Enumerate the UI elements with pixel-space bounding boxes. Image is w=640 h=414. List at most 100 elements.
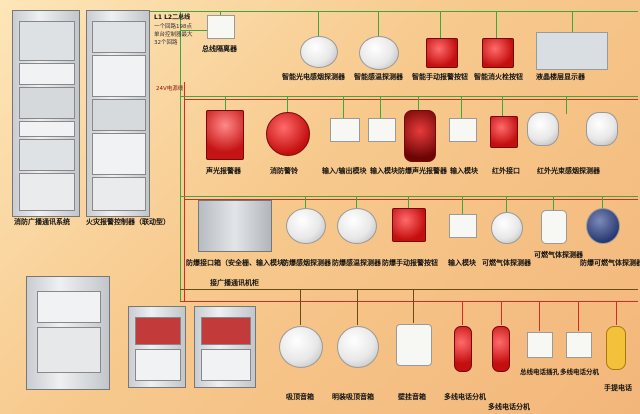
ex-interface-label: 防爆接口箱（安全栅、输入模块） [186, 259, 291, 267]
ex-sound-light-label: 防爆声光报警器 [398, 167, 447, 175]
ex-smoke-detector-icon [286, 208, 326, 244]
drop-ceiling-spk [300, 289, 301, 325]
comm-cabinet-label: 接广播通讯机柜 [210, 279, 259, 287]
input-module-1-icon [368, 118, 396, 142]
bus-line-row3 [180, 196, 638, 197]
bus-line-top [150, 11, 638, 12]
bus-drop-gas2 [553, 196, 554, 212]
ex-smoke-label: 防爆感烟探测器 [282, 259, 331, 267]
ex-sound-light-icon [404, 110, 436, 162]
manual-alarm-label: 智能手动报警按钮 [412, 73, 468, 81]
bus-drop-ir [502, 96, 503, 116]
bus-drop-soundlight [225, 96, 226, 111]
gas-detector-1-label: 可燃气体探测器 [482, 259, 531, 267]
wall-speaker-icon [396, 324, 432, 366]
broadcast-line-row4 [180, 289, 638, 290]
bus-note-2: 单台控制器最大 [154, 32, 193, 38]
ir-interface-icon [490, 116, 518, 148]
fire-bell-icon [266, 112, 310, 156]
gas-detector-1-icon [491, 212, 523, 244]
hydrant-button-label: 智能消火栓按钮 [474, 73, 523, 81]
drop-wall-spk [413, 289, 414, 323]
io-module-label: 输入/输出模块 [322, 167, 367, 175]
bus-drop-hydrant [496, 11, 497, 39]
power-note: 24V电源线 [156, 86, 184, 92]
wall-speaker-label: 壁挂音箱 [398, 393, 426, 401]
input-module-3-icon [449, 214, 477, 238]
ex-gas-detector-icon [586, 208, 620, 244]
bus-line-vertical [180, 11, 181, 301]
flush-speaker-label: 明装吸顶音箱 [332, 393, 374, 401]
bus-drop-gas1 [506, 196, 507, 214]
hand-phone-label: 手提电话 [604, 384, 632, 392]
gas-detector-2-label: 可燃气体探测器 [534, 251, 583, 259]
phone-ext-3-label: 多线电话分机 [560, 368, 599, 376]
input-module-2-icon [449, 118, 477, 142]
heat-detector-label: 智能感温探测器 [354, 73, 403, 81]
bus-note-1: 一个回路198点 [154, 24, 192, 30]
bus-drop-exheat [356, 196, 357, 208]
bus-phone-jack-icon [527, 332, 553, 358]
input-module-3-label: 输入模块 [448, 259, 476, 267]
hydrant-button-icon [482, 38, 514, 68]
comm-panel-large [26, 276, 110, 390]
broadcast-sys-label: 消防广播通讯系统 [14, 218, 70, 226]
phone-extension-2-icon [492, 326, 510, 372]
bus-drop-bell [287, 96, 288, 114]
ex-heat-label: 防爆感温探测器 [332, 259, 381, 267]
ex-manual-label: 防爆手动报警按钮 [382, 259, 438, 267]
bus-jack-label: 总线电话插孔 [520, 368, 559, 376]
bus-drop-manual [440, 11, 441, 39]
bus-drop-lcd [572, 11, 573, 33]
drop-flush-spk [357, 289, 358, 325]
ir-beam-label: 红外光束感烟探测器 [537, 167, 600, 175]
ceiling-speaker-icon [279, 326, 323, 368]
ir-beam-right-icon [586, 112, 618, 146]
controller-cabinet [86, 10, 150, 217]
ir-beam-left-icon [527, 112, 559, 146]
bus-drop-exgas [602, 196, 603, 210]
ex-interface-box-icon [198, 200, 272, 252]
ex-heat-detector-icon [337, 208, 377, 244]
fire-bell-label: 消防警铃 [270, 167, 298, 175]
bus-label: L1 L2二总线 [154, 14, 191, 21]
power-line-row2 [184, 99, 638, 100]
phone-extension-3-icon [566, 332, 592, 358]
phone-ext-1-label: 多线电话分机 [444, 393, 486, 401]
comm-panel-mid [128, 306, 186, 388]
bus-drop-io [343, 96, 344, 118]
ex-manual-alarm-icon [392, 208, 426, 242]
drop-handphone [616, 301, 617, 325]
bus-drop-exsound [418, 96, 419, 110]
manual-alarm-icon [426, 38, 458, 68]
bus-drop-heat [378, 11, 379, 37]
drop-phone3 [578, 301, 579, 331]
drop-phone1 [462, 301, 463, 325]
bus-line-row2 [180, 96, 638, 97]
broadcast-cabinet [12, 10, 80, 217]
bus-drop-input2 [461, 96, 462, 118]
bus-drop-exsmoke [305, 196, 306, 208]
phone-extension-1-icon [454, 326, 472, 372]
hand-phone-icon [606, 326, 626, 370]
sound-light-label: 声光报警器 [206, 167, 241, 175]
drop-phone2 [501, 301, 502, 325]
ir-interface-label: 红外接口 [492, 167, 520, 175]
sound-light-alarm-icon [206, 110, 244, 160]
lcd-display-icon [536, 32, 608, 70]
bus-note-3: 32个回路 [154, 40, 178, 46]
smoke-detector-label: 智能光电感烟探测器 [282, 73, 345, 81]
input-module-2-label: 输入模块 [450, 167, 478, 175]
flush-speaker-icon [337, 326, 379, 368]
bus-isolator-icon [207, 15, 235, 39]
drop-jack [539, 301, 540, 331]
power-line-row3 [184, 199, 638, 200]
phone-ext-2-label: 多线电话分机 [488, 403, 530, 411]
bus-drop-input3 [462, 196, 463, 214]
bus-drop-input1 [380, 96, 381, 118]
power-line-vertical [184, 82, 185, 302]
controller-label: 火灾报警控制器（联动型） [86, 218, 170, 226]
bus-isolator-label: 总线隔离器 [202, 45, 237, 53]
phone-line-row4 [180, 301, 638, 302]
